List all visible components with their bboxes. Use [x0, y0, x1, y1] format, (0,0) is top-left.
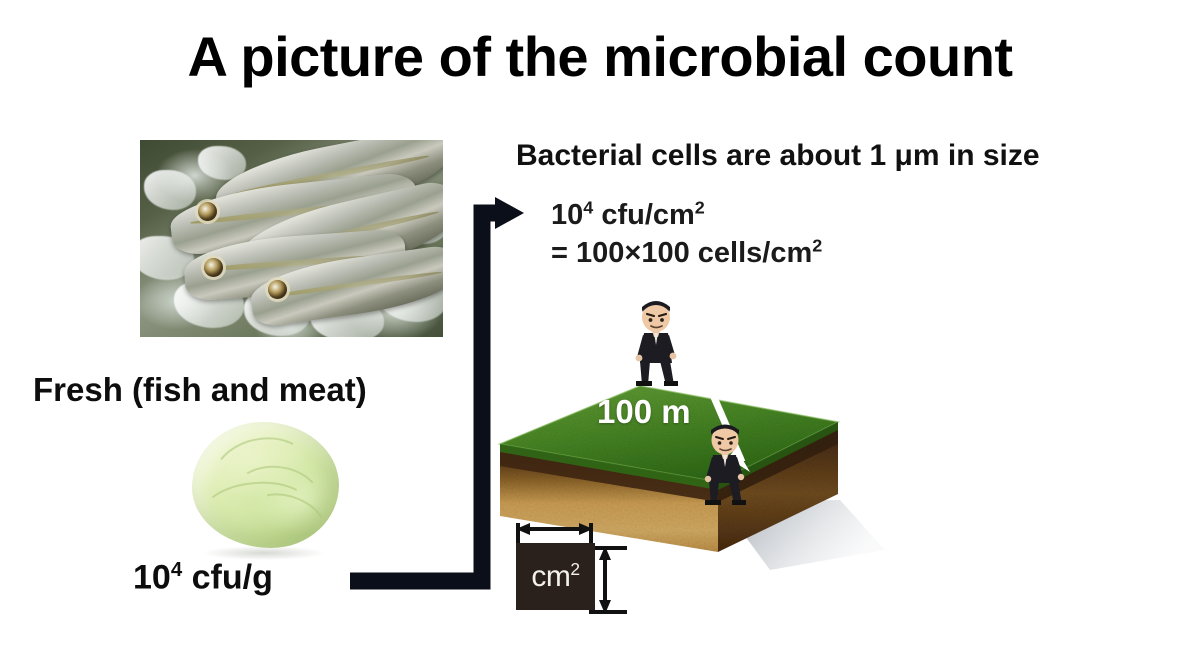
- cfu-g-unit: cfu/g: [182, 558, 273, 597]
- formula-2-text: = 100×100 cells/cm: [551, 237, 813, 270]
- cm2-label: cm2: [531, 559, 580, 593]
- cfu-per-gram-label: 104 cfu/g: [133, 559, 273, 598]
- cm2-base: cm: [531, 560, 571, 593]
- cfu-g-base: 10: [133, 558, 171, 597]
- bacteria-size-note: Bacterial cells are about 1 μm in size: [516, 139, 1040, 172]
- formula-1-unit-exp: 2: [694, 197, 705, 218]
- fresh-fish-photo: [140, 140, 443, 337]
- formula-1-base: 10: [551, 199, 584, 231]
- flow-arrow-icon: [350, 197, 524, 590]
- formula-1-unit: cfu/cm: [593, 199, 695, 231]
- cartoon-businessman-figure: [635, 301, 678, 386]
- cartoon-businessman-figure: [704, 424, 746, 505]
- fresh-fish-and-meat-label: Fresh (fish and meat): [33, 371, 367, 408]
- cabbage-photo: [188, 420, 345, 560]
- cfu-formula-block: 104 cfu/cm2 = 100×100 cells/cm2: [551, 196, 822, 273]
- cm2-dimension-arrows: [516, 523, 627, 614]
- grass-soil-block-diagram: [497, 385, 885, 570]
- cm2-area-box: cm2: [516, 543, 595, 610]
- cfu-g-exponent: 4: [170, 559, 183, 582]
- formula-line-2: = 100×100 cells/cm2: [551, 234, 822, 272]
- page-title: A picture of the microbial count: [187, 25, 1013, 88]
- cm2-exponent: 2: [570, 559, 580, 579]
- formula-2-exp: 2: [812, 235, 823, 256]
- formula-1-exp: 4: [583, 197, 594, 218]
- formula-line-1: 104 cfu/cm2: [551, 196, 822, 234]
- scale-label-100m: 100 m: [597, 393, 691, 430]
